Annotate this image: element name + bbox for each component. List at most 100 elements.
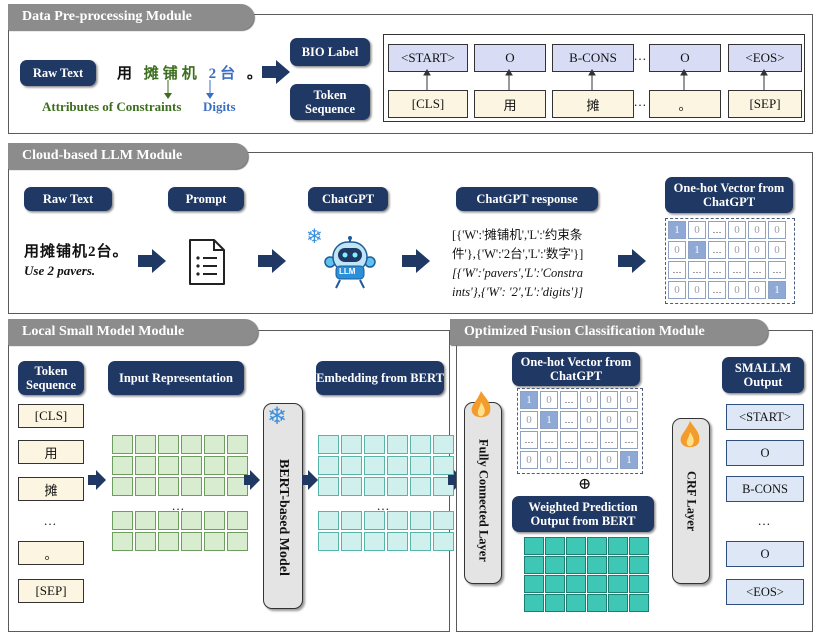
onehot-cell: 0 [520,411,538,429]
output-tag: <START> [726,404,804,430]
flame-icon [471,391,491,418]
grid-cell [566,575,586,593]
grid-cell [608,594,628,612]
onehot-cell: … [708,261,726,279]
grid-cell [135,456,156,475]
char: 用 [117,66,137,82]
local-token: 摊 [18,477,84,501]
grid-cell [227,532,248,551]
onehot-cell: 0 [748,241,766,259]
weighted-prediction-label: Weighted Prediction Output from BERT [512,496,654,532]
char: 2 [208,66,221,82]
grid-cell [433,456,454,475]
onehot-cell: 0 [768,221,786,239]
onehot-cell: 0 [580,411,598,429]
onehot-cell: 0 [600,451,618,469]
onehot-cell: … [560,391,578,409]
bert-snowflake-icon: ❄ [267,404,288,430]
onehot-cell: … [708,281,726,299]
grid-cell [629,556,649,574]
onehot-cell: 0 [668,281,686,299]
grid-cell [158,435,179,454]
grid-cell [433,532,454,551]
grid-cell [158,456,179,475]
local-token-sequence-label: Token Sequence [18,361,84,395]
response-line: [{'W':'pavers','L':'Constra [452,266,584,280]
llm-robot-icon [324,236,376,289]
grid-cell [524,556,544,574]
grid-cell [181,511,202,530]
output-tag: O [726,440,804,466]
token-to-bio-arrows [423,69,768,90]
grid-cell [545,556,565,574]
onehot-cell: 0 [728,281,746,299]
onehot-cell: 0 [600,411,618,429]
bio-tag: O [474,44,546,72]
onehot-cell: … [768,261,786,279]
grid-cell [433,435,454,454]
onehot-cell: … [708,221,726,239]
grid-cell [341,511,362,530]
grid-cell [112,456,133,475]
onehot-cell: … [580,431,598,449]
char: 铺 [162,66,182,82]
response-line: [{'W':'摊铺机','L':'约束条 [452,228,583,242]
token: 。 [649,90,721,118]
grid-cell [410,532,431,551]
grid-cell [341,532,362,551]
grid-cell [204,435,225,454]
local-token: 。 [18,541,84,565]
grid-cell [318,511,339,530]
bert-model-block: BERT-based Model [263,403,303,609]
digits-label: Digits [203,99,236,114]
grid-cell [204,532,225,551]
onehot-cell: 0 [748,281,766,299]
local-small-title: Local Small Model Module [8,319,258,345]
grid-cell [364,477,385,496]
grid-cell [227,456,248,475]
onehot-cell: 1 [620,451,638,469]
token: [SEP] [728,90,802,118]
grid-cell [364,435,385,454]
onehot-cell: 1 [768,281,786,299]
onehot-label-fusion: One-hot Vector from ChatGPT [512,352,640,386]
bio-tag: O [649,44,721,72]
grid-cell [341,456,362,475]
grid-cell [227,435,248,454]
chatgpt-response-text: [{'W':'摊铺机','L':'约束条 件'},{'W':'2台','L':'… [452,226,612,302]
grid-cell [135,477,156,496]
onehot-cell: … [560,451,578,469]
grid-cell [566,556,586,574]
onehot-cell: 0 [620,391,638,409]
onehot-cell: 0 [688,221,706,239]
onehot-cell: 1 [688,241,706,259]
cloud-input-en: Use 2 pavers. [24,263,96,278]
grid-cell [545,575,565,593]
bio-label: BIO Label [290,38,370,66]
grid-cell [545,537,565,555]
grid-cell [387,511,408,530]
cloud-flow-arrows [138,249,646,273]
onehot-cell: … [600,431,618,449]
onehot-cell: … [708,241,726,259]
grid-cell [318,532,339,551]
onehot-cell: 0 [580,391,598,409]
attr-arrow [164,60,290,99]
onehot-cell: 0 [520,451,538,469]
cloud-raw-text-label: Raw Text [24,187,112,211]
onehot-cell: 0 [688,281,706,299]
grid-cell [387,477,408,496]
output-tag: O [726,541,804,567]
grid-cell [204,477,225,496]
cloud-llm-title: Cloud-based LLM Module [8,143,248,169]
grid-cell [608,537,628,555]
grid-cell [318,435,339,454]
input-representation-label: Input Representation [108,361,244,395]
grid-cell [204,511,225,530]
onehot-cell: 0 [728,221,746,239]
chatgpt-response-label: ChatGPT response [456,187,598,211]
token: [CLS] [388,90,468,118]
bio-tag: <START> [388,44,468,72]
grid-cell [112,435,133,454]
grid-cell [566,537,586,555]
